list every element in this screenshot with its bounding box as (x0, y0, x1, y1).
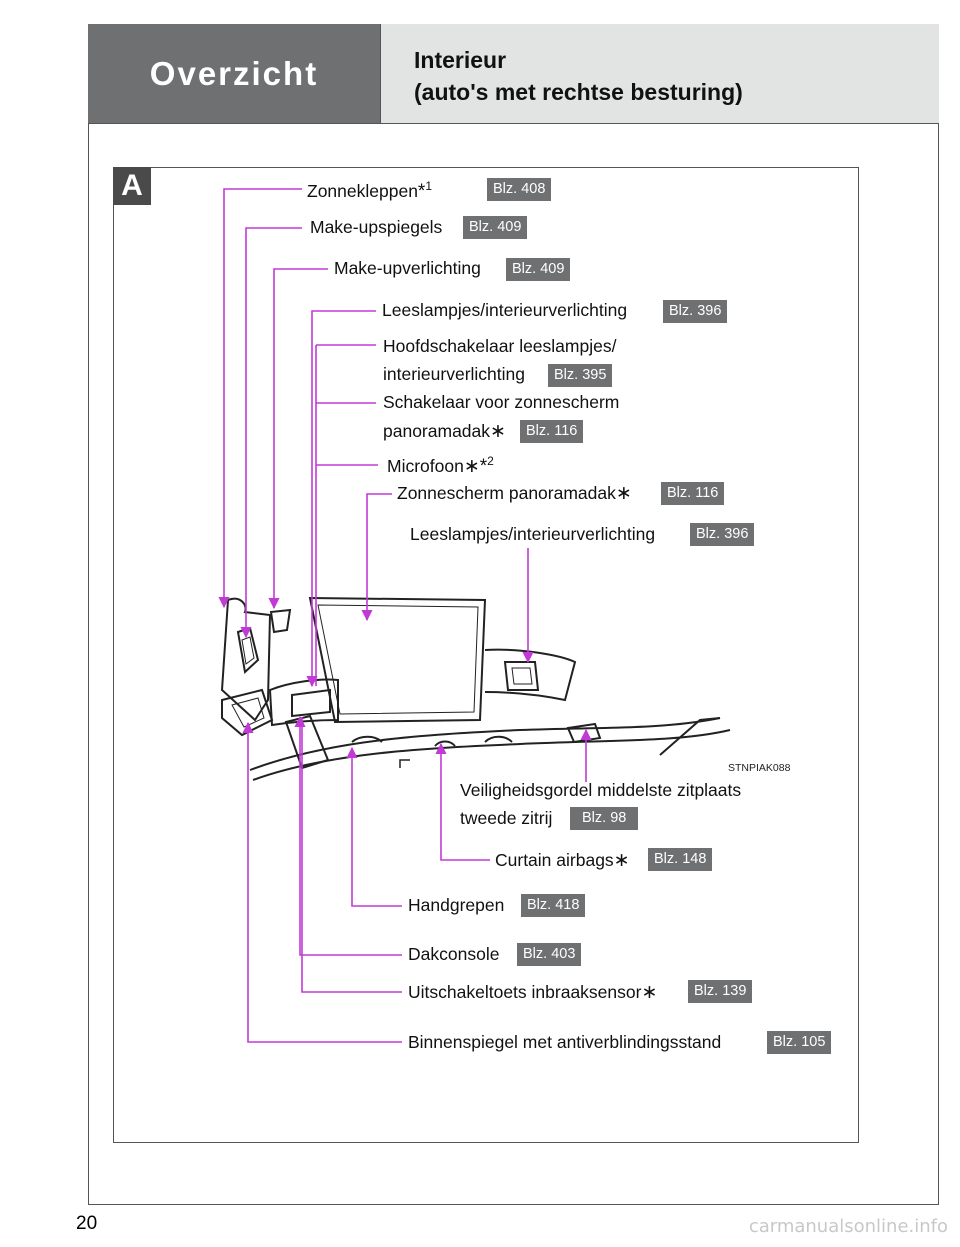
diagram-box (113, 167, 859, 1143)
page-ref-vanity-mirrors: Blz. 409 (463, 216, 528, 239)
page-number: 20 (76, 1213, 98, 1234)
label-sunshade-text: Zonnescherm panoramadak (397, 483, 616, 503)
label-microphone: Microfoon∗*2 (387, 455, 494, 476)
page-title: Interieur (auto's met rechtse besturing) (381, 24, 939, 123)
label-center-belt-line2: tweede zitrij (460, 808, 553, 828)
label-main-switch-line1: Hoofdschakelaar leeslampjes/ (383, 336, 617, 356)
label-sunshade: Zonnescherm panoramadak∗ (397, 484, 632, 503)
label-main-switch-line2: interieurverlichting (383, 364, 526, 384)
drawing-code: STNPIAK088 (728, 762, 791, 774)
label-microphone-footnote: 2 (487, 454, 494, 468)
watermark: carmanualsonline.info (748, 1216, 948, 1237)
section-tab: Overzicht (88, 24, 381, 123)
page-ref-center-belt: Blz. 98 (570, 807, 639, 830)
label-sunshade-switch-mark: ∗ (490, 421, 506, 442)
label-center-belt-line1: Veiligheidsgordel middelste zitplaats (460, 780, 742, 800)
label-sun-visors-footnote: 1 (425, 179, 433, 193)
label-sunshade-mark: ∗ (615, 483, 632, 504)
label-rear-view-mirror: Binnenspiegel met antiverblindingsstand (408, 1032, 722, 1052)
label-reading-lights-rear: Leeslampjes/interieurverlichting (410, 524, 656, 544)
label-curtain-airbags-mark: ∗ (613, 850, 630, 871)
page-ref-reading-lights-front: Blz. 396 (663, 300, 728, 323)
page-ref-sunshade-switch: Blz. 116 (520, 420, 584, 443)
page-title-line1: Interieur (414, 47, 507, 73)
label-vanity-mirrors: Make-upspiegels (310, 217, 443, 237)
page-header: Overzicht Interieur (auto's met rechtse … (88, 24, 939, 124)
label-curtain-airbags-text: Curtain airbags (495, 850, 614, 870)
label-sun-visors: Zonnekleppen*1 (307, 180, 432, 201)
page-ref-reading-lights-rear: Blz. 396 (690, 523, 755, 546)
page-ref-sun-visors: Blz. 408 (487, 178, 552, 201)
label-microphone-text: Microfoon (387, 455, 464, 476)
label-sunshade-switch-line1: Schakelaar voor zonnescherm (383, 392, 620, 412)
label-microphone-mark: ∗ (463, 455, 480, 477)
page-ref-rear-view-mirror: Blz. 105 (767, 1031, 832, 1054)
page-ref-grab-handles: Blz. 418 (521, 894, 586, 917)
label-overhead-console: Dakconsole (408, 944, 500, 964)
page-ref-sunshade: Blz. 116 (661, 482, 725, 505)
label-sunshade-switch-text: panoramadak (383, 421, 491, 441)
label-intrusion-sensor-switch-text: Uitschakeltoets inbraaksensor (408, 982, 642, 1002)
page-ref-curtain-airbags: Blz. 148 (648, 848, 713, 871)
label-intrusion-sensor-switch: Uitschakeltoets inbraaksensor∗ (408, 983, 657, 1002)
label-curtain-airbags: Curtain airbags∗ (495, 851, 630, 870)
label-grab-handles: Handgrepen (408, 895, 505, 915)
label-sun-visors-text: Zonnekleppen (307, 180, 418, 201)
page-ref-intrusion-sensor-switch: Blz. 139 (688, 980, 753, 1003)
label-microphone-mark2: * (479, 455, 488, 477)
diagram-badge: A (113, 167, 151, 205)
page-title-line2: (auto's met rechtse besturing) (414, 79, 743, 106)
label-reading-lights-front: Leeslampjes/interieurverlichting (382, 300, 628, 320)
label-sun-visors-mark: * (417, 180, 426, 202)
page-ref-vanity-lights: Blz. 409 (506, 258, 571, 281)
label-vanity-lights: Make-upverlichting (334, 258, 481, 278)
page-ref-overhead-console: Blz. 403 (517, 943, 582, 966)
label-intrusion-sensor-switch-mark: ∗ (641, 982, 658, 1003)
page-ref-main-switch: Blz. 395 (548, 364, 613, 387)
label-sunshade-switch-line2: panoramadak∗ (383, 422, 506, 441)
